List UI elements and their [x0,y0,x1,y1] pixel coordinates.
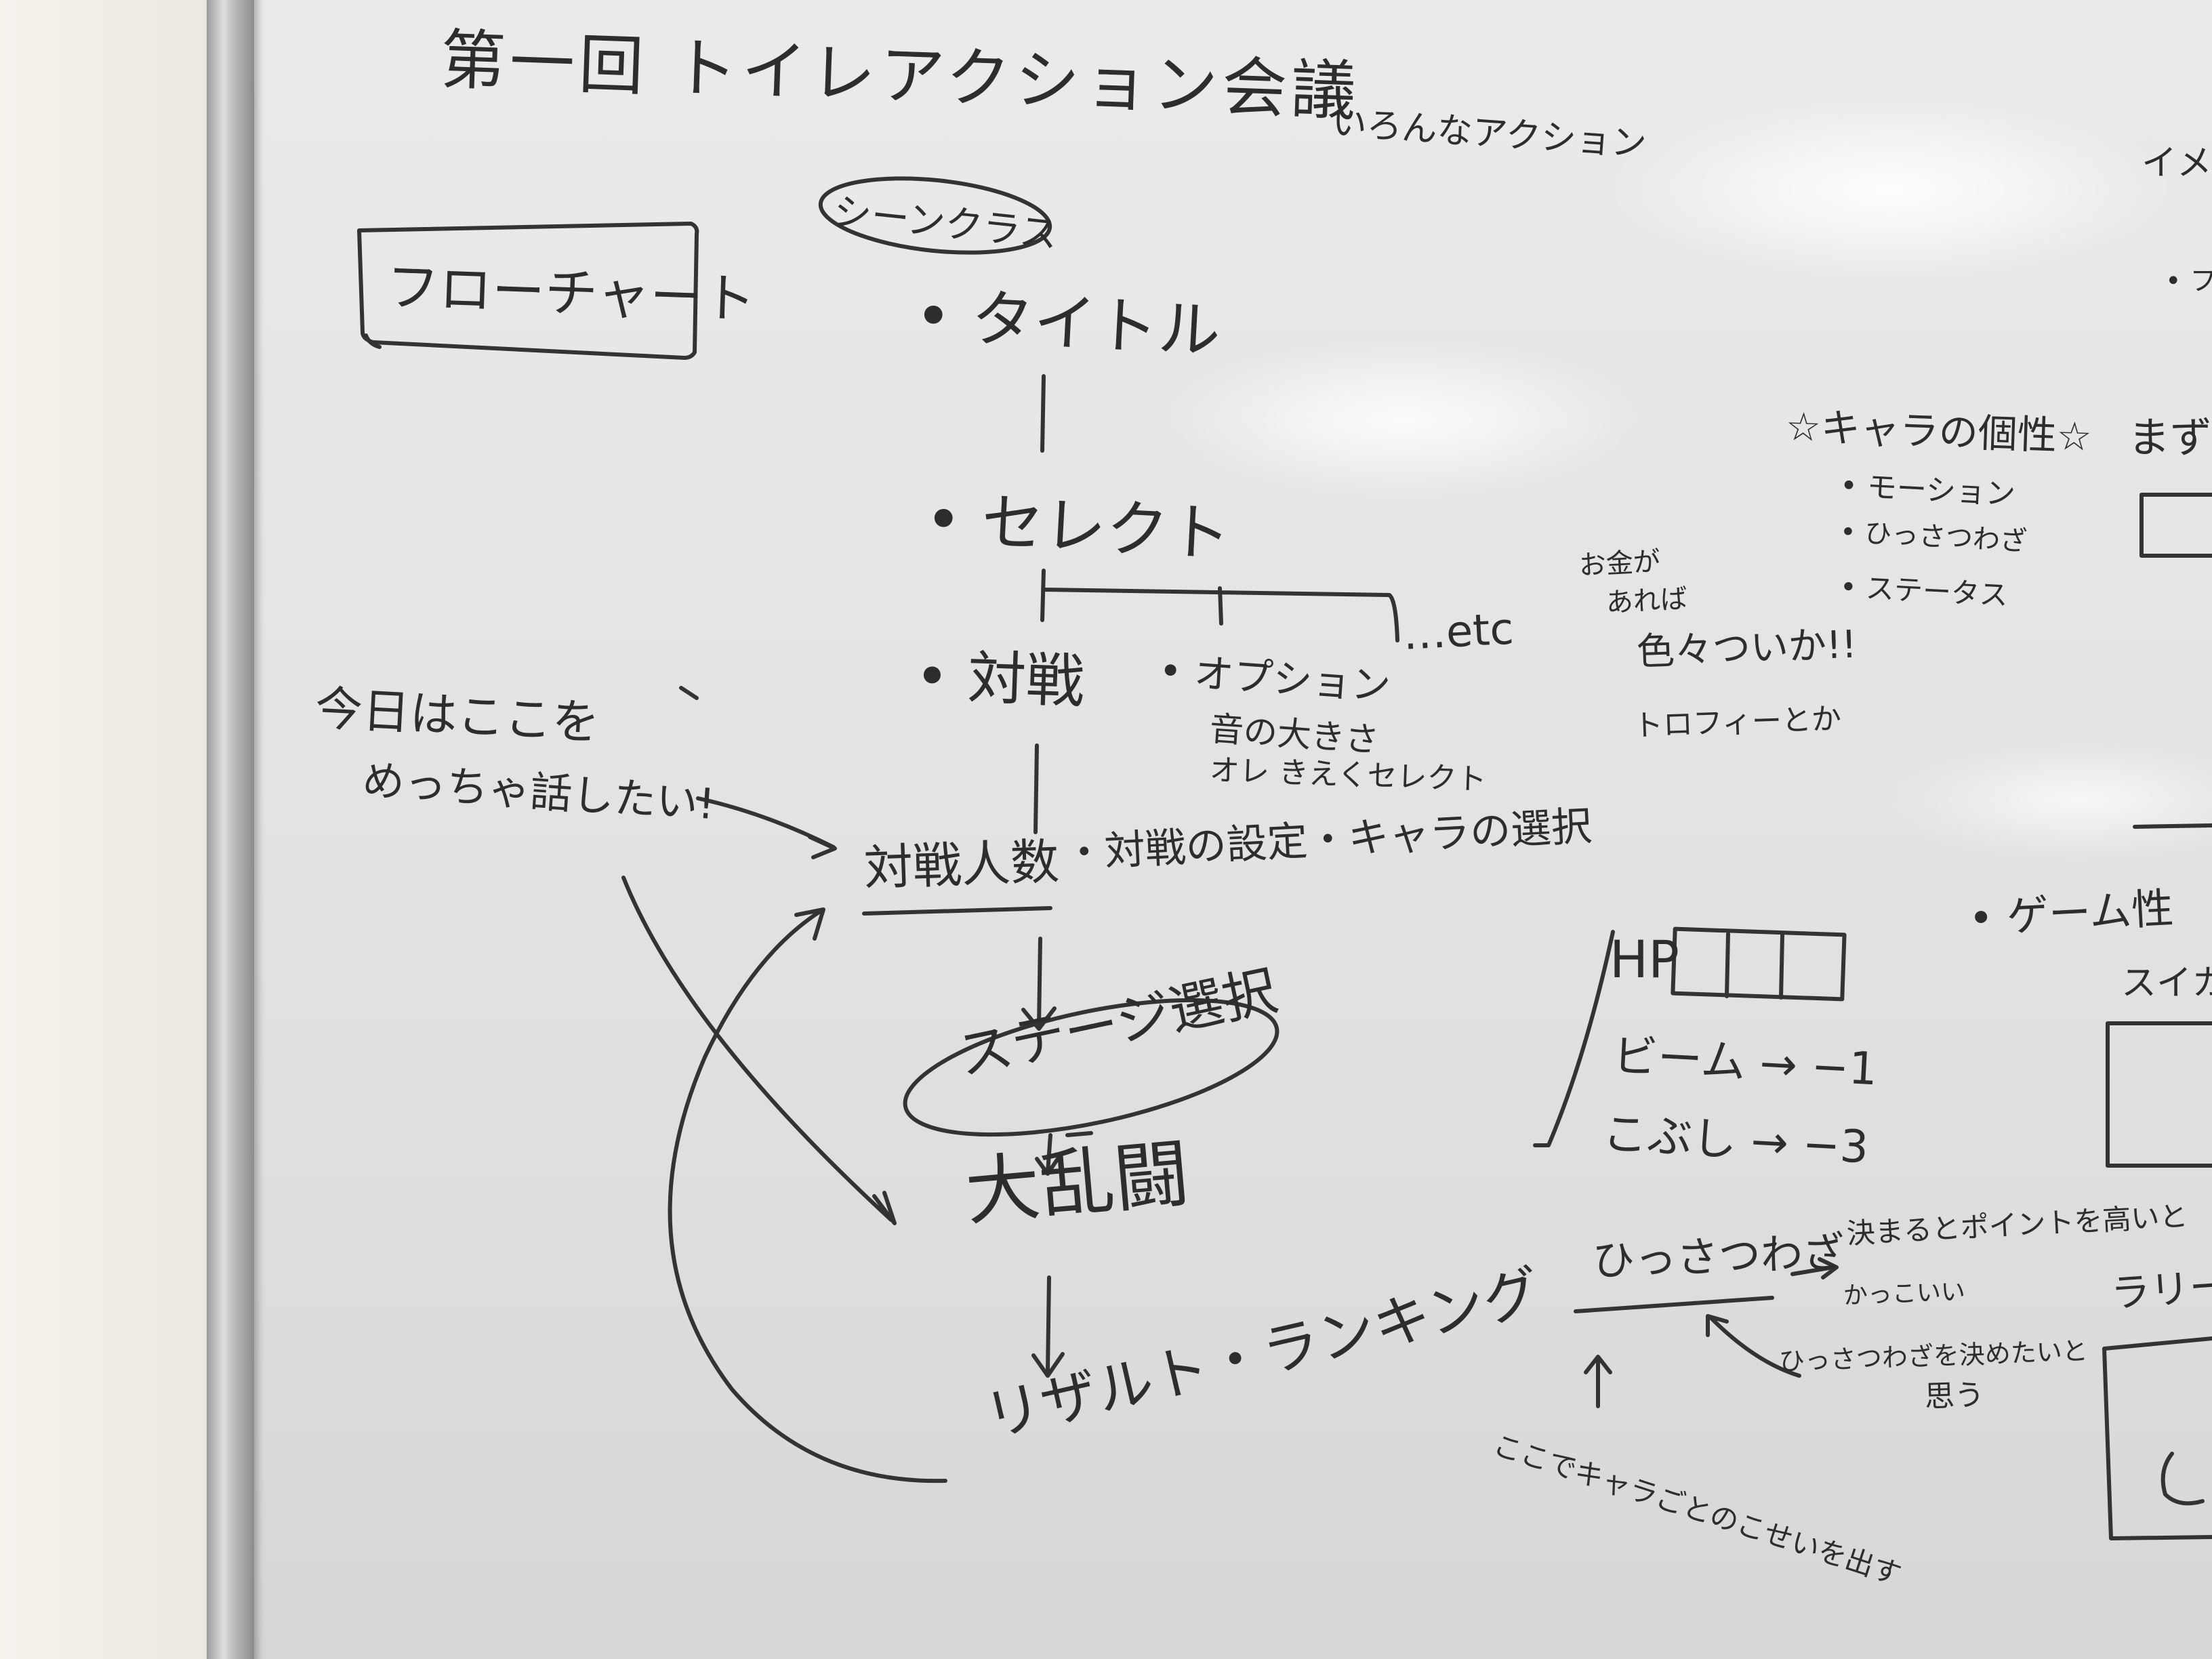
character-trait-item: • モーション [1839,468,2017,512]
node-battle: • 対戦 [914,642,1086,716]
right-edge-bottom: ラリー [2109,1262,2212,1317]
hp-fist: こぶし → −3 [1601,1107,1870,1174]
character-traits-heading: ☆キャラの個性☆ [1784,403,2093,460]
right-edge-game: • ゲーム性 [1967,883,2175,943]
mid-note-line1: お金が [1578,546,1662,581]
node-melee: 大乱闘 [962,1130,1193,1236]
node-battle-settings-head: 対戦人数 [863,832,1061,897]
mid-note-line3: 色々ついか!! [1635,622,1858,674]
node-select: • セレクト [923,483,1233,571]
node-title: • タイトル [913,279,1223,368]
left-note-line1: 今日はここを [313,680,601,751]
right-edge-sub: スイカ [2121,963,2212,1004]
mid-note-line2: あれば [1605,583,1689,619]
mid-note-line4: トロフィーとか [1633,701,1842,743]
character-trait-item: • ステータス [1839,570,2009,612]
stage-select-oval [903,998,1279,1137]
scene-class-oval [818,176,1052,255]
right-edge-first: まず [2128,413,2212,462]
right-edge-image: イメ [2142,143,2212,184]
flowchart-label: フローチャート [385,257,757,331]
hp-beam: ビーム → −1 [1612,1029,1879,1096]
hp-label: HP [1610,929,1679,989]
whiteboard-frame [207,0,254,1659]
node-etc: …etc [1401,604,1515,660]
special-move-cool: かっこいい [1843,1277,1966,1310]
whiteboard-surface [251,0,2212,1659]
special-move-label: ひっさつわざ [1591,1227,1846,1286]
special-move-wish2: 思う [1924,1377,1985,1414]
wall [0,0,230,1659]
right-edge-dot: • フ [2165,266,2212,297]
